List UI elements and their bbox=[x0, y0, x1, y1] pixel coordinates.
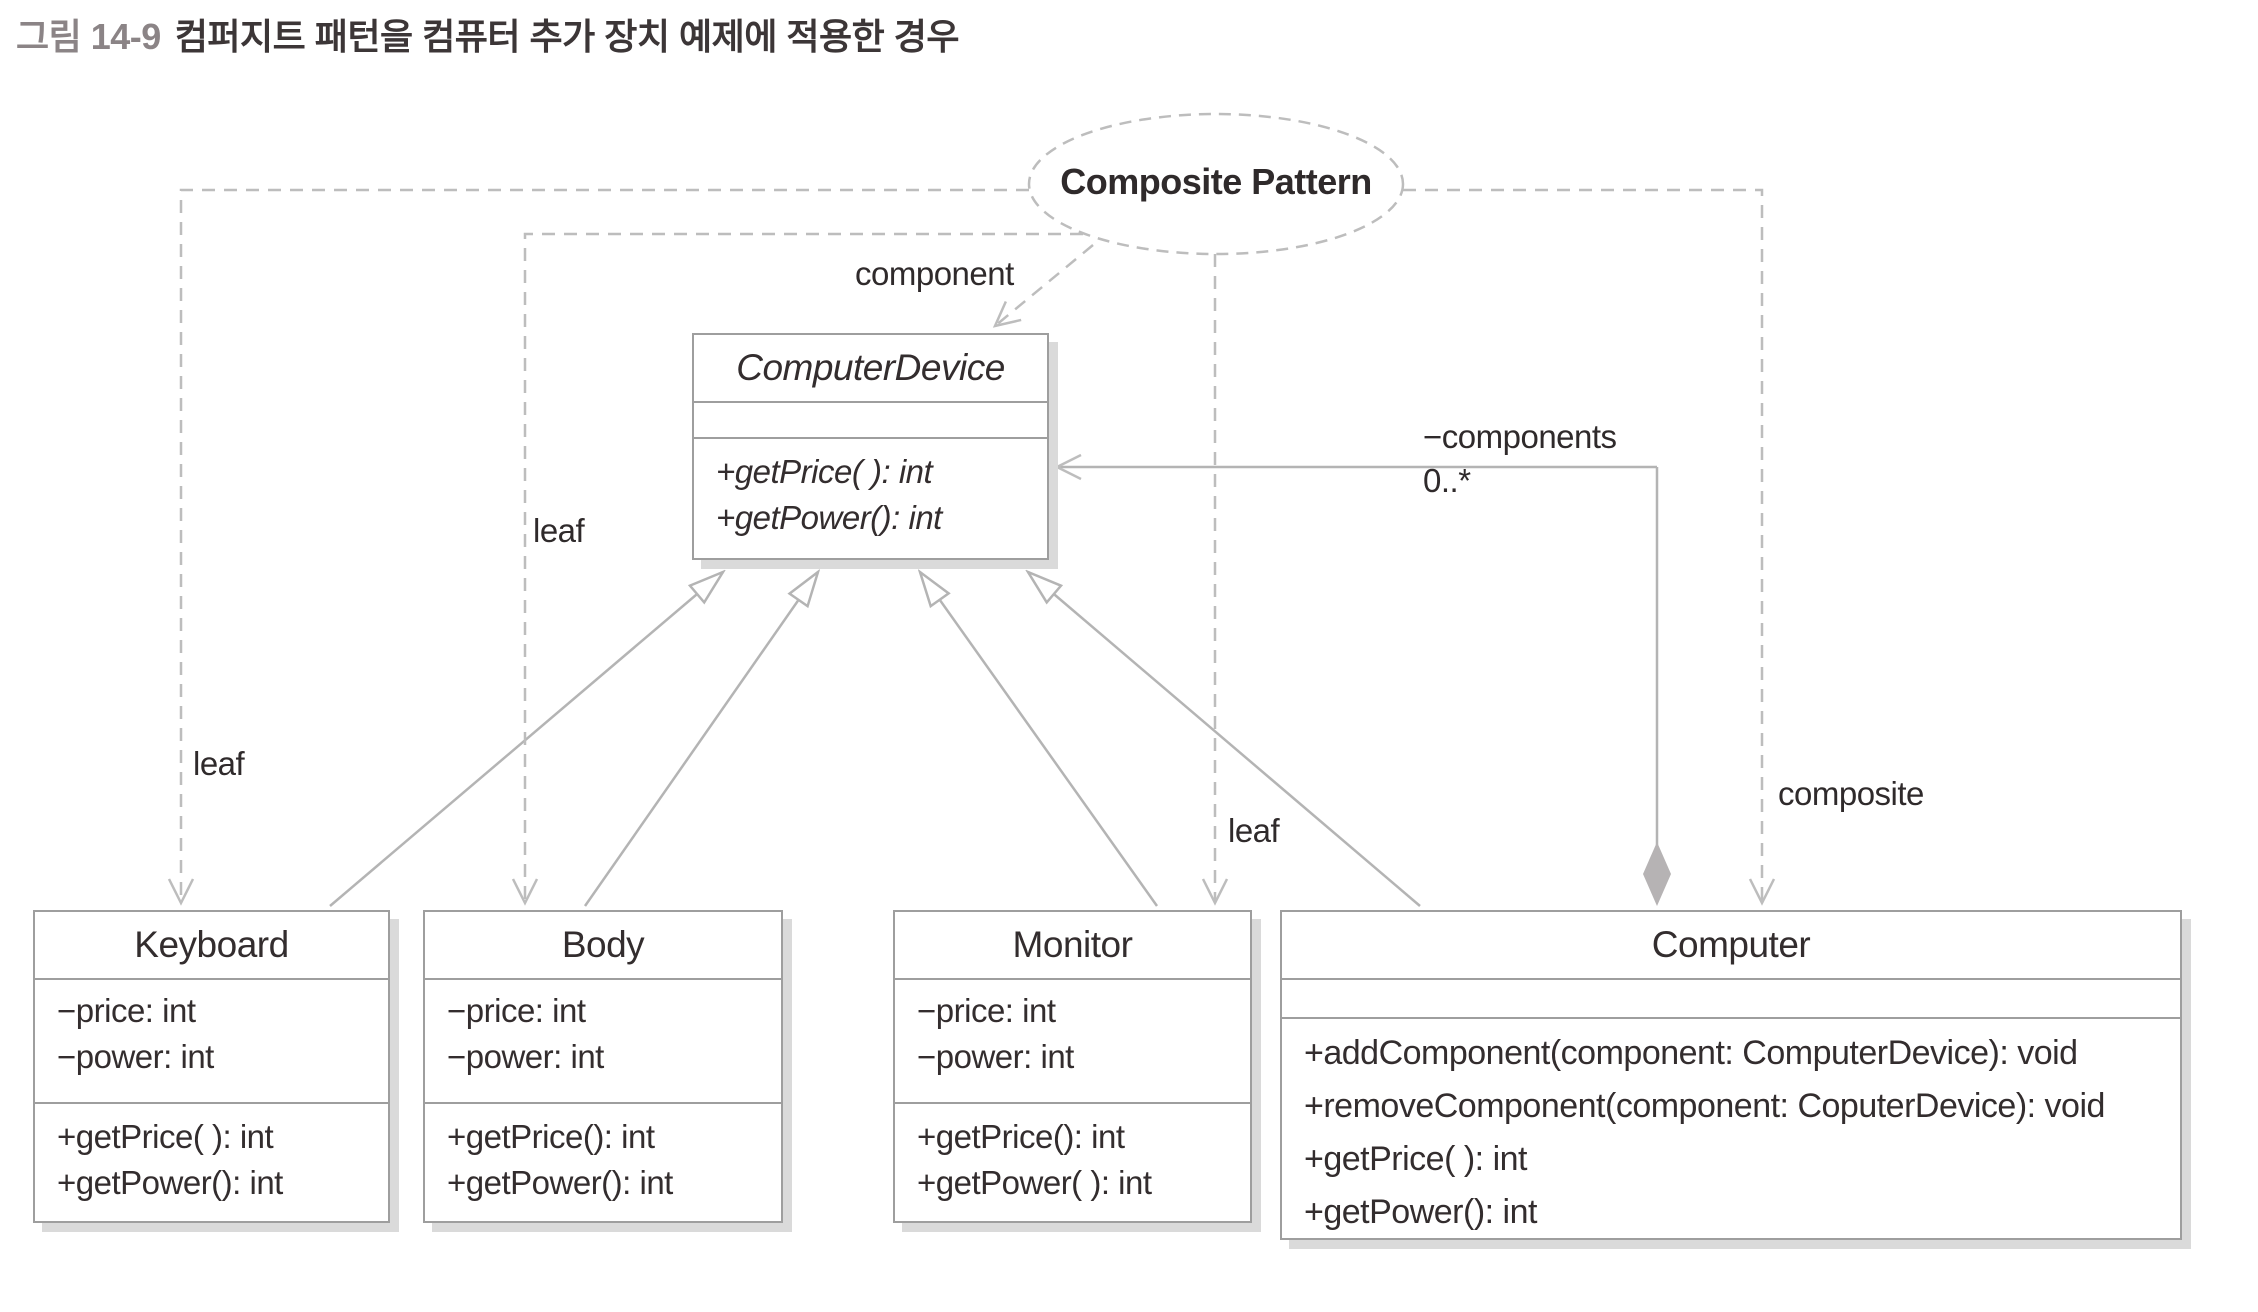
method: +removeComponent(component: CoputerDevic… bbox=[1304, 1087, 2105, 1125]
edge-label-leaf-monitor: leaf bbox=[1228, 812, 1280, 849]
dashed-link-composite bbox=[1403, 188, 1776, 906]
class-computer-device-attributes bbox=[694, 403, 1047, 437]
class-body-methods: +getPrice(): int +getPower(): int bbox=[425, 1102, 781, 1221]
class-monitor-attributes: −price: int −power: int bbox=[895, 980, 1250, 1102]
composition-diamond-icon bbox=[1643, 842, 1671, 906]
generalization-monitor bbox=[920, 572, 1159, 907]
method: +getPower(): int bbox=[57, 1164, 283, 1201]
figure-title: 그림 14-9 컴퍼지트 패턴을 컴퓨터 추가 장치 예제에 적용한 경우 bbox=[16, 8, 959, 60]
class-body-attributes: −price: int −power: int bbox=[425, 980, 781, 1102]
edge-label-composite: composite bbox=[1778, 775, 1924, 812]
class-computer-name: Computer bbox=[1282, 912, 2180, 980]
attribute: −power: int bbox=[447, 1038, 604, 1075]
class-keyboard-name: Keyboard bbox=[35, 912, 388, 980]
figure-number: 그림 14-9 bbox=[16, 16, 161, 57]
attribute: −price: int bbox=[917, 992, 1056, 1029]
edge-label-component: component bbox=[855, 255, 1014, 292]
attribute: −power: int bbox=[917, 1038, 1074, 1075]
multiplicity-label: 0..* bbox=[1423, 462, 1471, 499]
method: +addComponent(component: ComputerDevice)… bbox=[1304, 1034, 2078, 1072]
class-body: Body −price: int −power: int +getPrice()… bbox=[423, 910, 783, 1223]
method: +getPrice(): int bbox=[917, 1118, 1125, 1155]
method: +getPrice(): int bbox=[447, 1118, 655, 1155]
class-keyboard-methods: +getPrice( ): int +getPower(): int bbox=[35, 1102, 388, 1221]
generalization-computer bbox=[1028, 572, 1421, 907]
method: +getPower(): int bbox=[447, 1164, 673, 1201]
method: +getPrice( ): int bbox=[57, 1118, 274, 1155]
attribute: −power: int bbox=[57, 1038, 214, 1075]
composite-pattern-ellipse bbox=[1027, 112, 1405, 256]
method: +getPower(): int bbox=[1304, 1193, 1537, 1231]
class-computer-methods: +addComponent(component: ComputerDevice)… bbox=[1282, 1017, 2180, 1236]
class-monitor-methods: +getPrice(): int +getPower( ): int bbox=[895, 1102, 1250, 1221]
attribute: −price: int bbox=[57, 992, 196, 1029]
class-computer-device-methods: +getPrice( ): int +getPower(): int bbox=[694, 437, 1047, 558]
class-computer-attributes bbox=[1282, 980, 2180, 1017]
generalization-keyboard bbox=[329, 572, 723, 907]
dashed-link-leaf-keyboard bbox=[167, 188, 1029, 906]
class-computer: Computer +addComponent(component: Comput… bbox=[1280, 910, 2182, 1240]
figure-caption: 컴퍼지트 패턴을 컴퓨터 추가 장치 예제에 적용한 경우 bbox=[174, 16, 960, 57]
edge-label-leaf-body: leaf bbox=[533, 512, 585, 549]
class-computer-device: ComputerDevice +getPrice( ): int +getPow… bbox=[692, 333, 1049, 560]
method: +getPrice( ): int bbox=[716, 453, 933, 490]
method: +getPower(): int bbox=[716, 499, 942, 536]
class-body-name: Body bbox=[425, 912, 781, 980]
class-computer-device-name: ComputerDevice bbox=[694, 335, 1047, 403]
composite-pattern-label: Composite Pattern bbox=[1060, 161, 1372, 202]
edge-label-leaf-keyboard: leaf bbox=[193, 745, 245, 782]
class-keyboard-attributes: −price: int −power: int bbox=[35, 980, 388, 1102]
method: +getPower( ): int bbox=[917, 1164, 1152, 1201]
class-monitor-name: Monitor bbox=[895, 912, 1250, 980]
dashed-link-leaf-body bbox=[511, 232, 1083, 906]
class-keyboard: Keyboard −price: int −power: int +getPri… bbox=[33, 910, 390, 1223]
attribute: −price: int bbox=[447, 992, 586, 1029]
association-name-label: −components bbox=[1423, 418, 1617, 455]
generalization-body bbox=[583, 572, 818, 907]
class-monitor: Monitor −price: int −power: int +getPric… bbox=[893, 910, 1252, 1223]
method: +getPrice( ): int bbox=[1304, 1140, 1527, 1178]
